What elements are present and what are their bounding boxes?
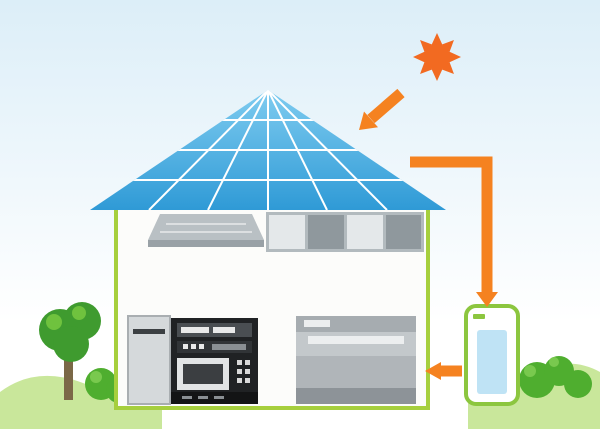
battery-charge-level [477, 330, 507, 394]
range-hood [148, 214, 264, 247]
tree-foliage-highlight [46, 306, 86, 330]
oven-button-pad [237, 360, 250, 383]
dishwasher-kick-panel [296, 388, 416, 404]
sun-core [424, 44, 450, 70]
arrow-roof-to-battery [410, 156, 498, 307]
arrow-battery-to-appliances [425, 362, 462, 380]
oven-display-slots [181, 327, 235, 333]
window-pane [269, 215, 305, 249]
dishwasher-handle-slot [308, 336, 404, 344]
oven-door-glass [183, 364, 223, 384]
energy-flow-arrows [359, 88, 498, 380]
range-hood-band [148, 240, 264, 247]
kitchen-cabinet [127, 315, 171, 405]
sun-rays [413, 33, 461, 81]
bush-left-highlight [90, 371, 102, 383]
arrow-head [476, 292, 498, 307]
dishwasher [296, 316, 416, 404]
cabinet-handle [133, 329, 165, 334]
upper-floor-windows [266, 212, 424, 252]
window-pane [308, 215, 344, 249]
bush-right [519, 356, 592, 398]
arrow-head [359, 111, 378, 130]
window-pane [347, 215, 383, 249]
window-pane [386, 215, 421, 249]
arrow-head [425, 362, 441, 380]
range-hood-lines [160, 223, 252, 233]
range-hood-canopy [148, 214, 264, 240]
battery-indicator [473, 314, 485, 319]
tree-trunk [64, 350, 73, 400]
tree [39, 302, 101, 400]
sun-icon [413, 33, 461, 81]
oven-unit [171, 318, 258, 404]
bush-right-highlight [524, 357, 559, 377]
oven-base-vents [182, 396, 224, 399]
dishwasher-control [304, 320, 330, 327]
oven-control-buttons [183, 344, 204, 349]
arrow-sun-to-roof [359, 88, 405, 130]
oven-control-bar [212, 344, 246, 350]
battery-storage [464, 304, 520, 406]
